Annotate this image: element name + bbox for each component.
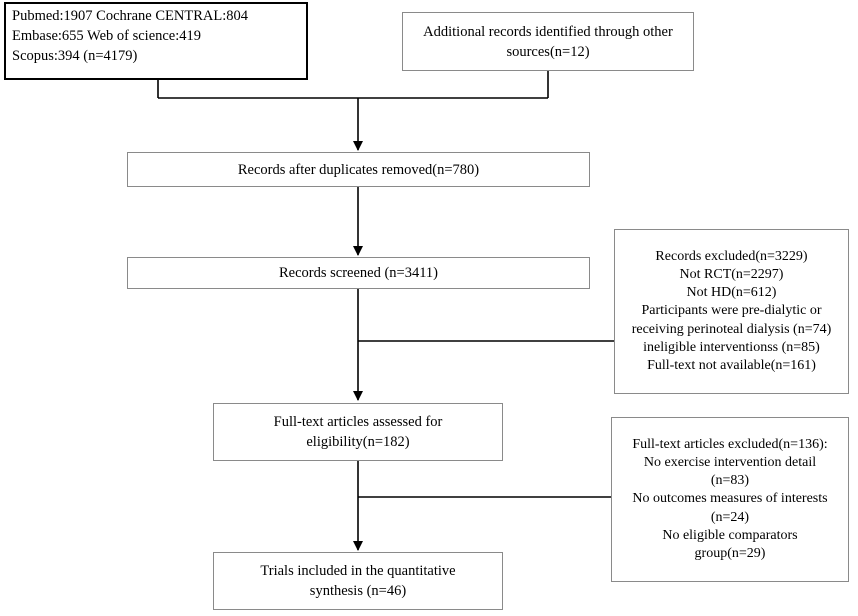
fulltext-excluded-line-7: group(n=29) [694,546,766,561]
records-excluded-line-4: Participants were pre-dialytic or [641,303,822,319]
records-screened-box: Records screened (n=3411) [127,257,590,289]
fulltext-assessed-box: Full-text articles assessed for eligibil… [213,403,503,461]
fulltext-excluded-box: Full-text articles excluded(n=136): No e… [611,417,849,582]
records-screened-line-1: Records screened (n=3411) [278,265,439,281]
records-excluded-line-6: ineligible interventionss (n=85) [643,339,820,355]
databases-line-1: Pubmed:1907 Cochrane CENTRAL:804 [12,8,249,24]
databases-line-2: Embase:655 Web of science:419 [12,28,202,44]
records-excluded-line-5: receiving perinoteal dialysis (n=74) [631,321,832,337]
records-excluded-line-7: Full-text not available(n=161) [647,358,816,373]
databases-box: Pubmed:1907 Cochrane CENTRAL:804 Embase:… [4,2,308,80]
databases-line-3: Scopus:394 (n=4179) [12,48,138,64]
records-excluded-box: Records excluded(n=3229) Not RCT(n=2297)… [614,229,849,394]
records-excluded-line-3: Not HD(n=612) [686,285,777,301]
duplicates-removed-box: Records after duplicates removed(n=780) [127,152,590,187]
trials-included-box: Trials included in the quantitative synt… [213,552,503,610]
trials-included-line-2: synthesis (n=46) [309,583,407,599]
fulltext-excluded-line-3: (n=83) [710,473,750,489]
records-excluded-line-2: Not RCT(n=2297) [679,266,784,282]
duplicates-removed-line-1: Records after duplicates removed(n=780) [237,161,480,178]
fulltext-excluded-line-6: No eligible comparators [662,527,798,543]
fulltext-assessed-line-2: eligibility(n=182) [306,434,410,450]
fulltext-excluded-line-5: (n=24) [710,509,750,525]
fulltext-excluded-line-1: Full-text articles excluded(n=136): [632,436,828,452]
fulltext-excluded-line-2: No exercise intervention detail [643,454,817,470]
fulltext-assessed-line-1: Full-text articles assessed for [273,414,443,430]
fulltext-excluded-line-4: No outcomes measures of interests [632,491,828,507]
other-sources-box: Additional records identified through ot… [402,12,694,71]
other-sources-line-1: Additional records identified through ot… [423,23,673,40]
other-sources-line-2: sources(n=12) [506,43,590,60]
trials-included-line-1: Trials included in the quantitative [260,563,456,579]
records-excluded-line-1: Records excluded(n=3229) [655,248,808,264]
